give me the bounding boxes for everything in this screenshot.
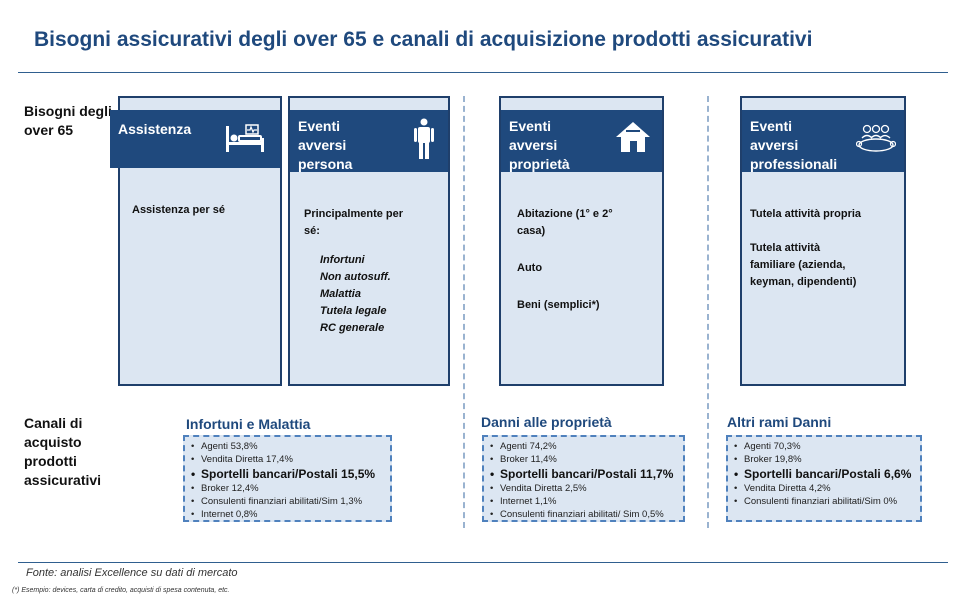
channel-item-text: Broker 11,4% — [500, 454, 557, 465]
channel-item: • Sportelli bancari/Postali 6,6% — [734, 466, 914, 482]
list-item: RC generale — [320, 322, 385, 334]
channel-item: • Broker 11,4% — [490, 453, 677, 466]
card-header-professionali: Eventi avversi professionali — [742, 110, 904, 172]
bullet-icon: • — [490, 496, 494, 507]
channel-item-text: Vendita Diretta 2,5% — [500, 483, 587, 494]
channel-item-text: Consulenti finanziari abilitati/ Sim 0,5… — [500, 509, 664, 520]
bullet-icon: • — [191, 496, 195, 507]
list-item: Non autosuff. — [320, 271, 391, 283]
card-body: Assistenza per sé — [132, 204, 225, 216]
bullet-icon: • — [490, 509, 494, 520]
channel-item-text: Sportelli bancari/Postali 15,5% — [201, 467, 376, 481]
bullet-icon: • — [734, 467, 739, 481]
channel-item-text: Vendita Diretta 17,4% — [201, 454, 293, 465]
channel-list: • Agenti 74,2% • Broker 11,4% • Sportelli ban… — [490, 440, 677, 521]
source-note: Fonte: analisi Excellence su dati di mer… — [26, 567, 238, 579]
bullet-icon: • — [490, 441, 494, 452]
channel-item: • Consulenti finanziari abilitati/ Sim 0,… — [490, 508, 677, 521]
channel-title-altri: Altri rami Danni — [727, 414, 832, 430]
channel-item: • Broker 19,8% — [734, 453, 914, 466]
channel-item: • Sportelli bancari/Postali 11,7% — [490, 466, 677, 482]
meeting-group-icon — [855, 124, 897, 159]
channel-item-text: Sportelli bancari/Postali 6,6% — [744, 467, 912, 481]
channel-list: • Agenti 53,8% • Vendita Diretta 17,4% • Spor… — [191, 440, 384, 521]
channel-title-infortuni: Infortuni e Malattia — [186, 416, 311, 432]
channel-item: • Agenti 74,2% — [490, 440, 677, 453]
channel-item: • Agenti 70,3% — [734, 440, 914, 453]
channel-item-text: Consulenti finanziari abilitati/Sim 0% — [744, 496, 898, 507]
column-separator — [463, 96, 465, 528]
bullet-icon: • — [734, 496, 738, 507]
channel-box-danni: • Agenti 74,2% • Broker 11,4% • Sportelli ban… — [482, 435, 685, 522]
card-body: Abitazione (1° e 2° casa) Auto Beni (sem… — [517, 208, 613, 311]
house-icon — [614, 120, 652, 159]
card-body: Tutela attività propria Tutela attività … — [750, 208, 862, 288]
card-persona: Eventi avversi persona Principalmente pe… — [288, 96, 450, 386]
bullet-icon: • — [490, 467, 495, 481]
bullet-icon: • — [191, 441, 195, 452]
card-professionali: Eventi avversi professionali Tutela atti… — [740, 96, 906, 386]
channel-item: • Broker 12,4% — [191, 482, 384, 495]
bullet-icon: • — [490, 483, 494, 494]
needs-row-label: Bisogni degli over 65 — [24, 103, 112, 138]
card-header-persona: Eventi avversi persona — [290, 110, 448, 172]
bullet-icon: • — [191, 483, 195, 494]
channel-item-text: Vendita Diretta 4,2% — [744, 483, 831, 494]
channel-item: • Consulenti finanziari abilitati/Sim 1,3… — [191, 495, 384, 508]
bullet-icon: • — [490, 454, 494, 465]
channel-item-text: Agenti 70,3% — [744, 441, 801, 452]
card-header-proprieta: Eventi avversi proprietà — [501, 110, 662, 172]
person-icon — [414, 118, 434, 165]
list-item: Tutela legale — [320, 305, 387, 317]
channel-item-text: Broker 12,4% — [201, 483, 259, 494]
channel-item: • Internet 1,1% — [490, 495, 677, 508]
top-divider — [18, 72, 948, 73]
bullet-icon: • — [191, 467, 196, 481]
card-assistenza: Assistenza Assistenza per sé — [110, 96, 282, 386]
channel-item: • Agenti 53,8% — [191, 440, 384, 453]
bullet-icon: • — [734, 483, 738, 494]
bullet-icon: • — [191, 454, 195, 465]
channel-item: • Internet 0,8% — [191, 508, 384, 521]
channel-item: • Sportelli bancari/Postali 15,5% — [191, 466, 384, 482]
channel-box-altri: • Agenti 70,3% • Broker 19,8% • Sportelli ban… — [726, 435, 922, 522]
bullet-icon: • — [734, 441, 738, 452]
channel-title-danni: Danni alle proprietà — [481, 414, 612, 430]
card-title: Eventi avversi professionali — [750, 118, 838, 172]
channel-item: • Vendita Diretta 4,2% — [734, 482, 914, 495]
footnote: (*) Esempio: devices, carta di credito, … — [12, 587, 230, 594]
channel-item-text: Agenti 53,8% — [201, 441, 258, 452]
channel-box-infortuni: • Agenti 53,8% • Vendita Diretta 17,4% • Spor… — [183, 435, 392, 522]
card-title: Eventi avversi persona — [298, 118, 353, 172]
page-title: Bisogni assicurativi degli over 65 e can… — [34, 28, 813, 51]
channel-item: • Vendita Diretta 17,4% — [191, 453, 384, 466]
hospital-bed-icon — [224, 124, 268, 159]
bottom-divider — [18, 562, 948, 563]
channel-item-text: Consulenti finanziari abilitati/Sim 1,3% — [201, 496, 363, 507]
channel-item-text: Sportelli bancari/Postali 11,7% — [500, 467, 674, 481]
card-proprieta: Eventi avversi proprietà Abitazione (1° … — [499, 96, 664, 386]
bullet-icon: • — [191, 509, 195, 520]
bullet-icon: • — [734, 454, 738, 465]
channel-item-text: Broker 19,8% — [744, 454, 802, 465]
list-item: Malattia — [320, 288, 361, 300]
card-header-assistenza: Assistenza — [110, 110, 280, 168]
channel-item: • Vendita Diretta 2,5% — [490, 482, 677, 495]
channel-item: • Consulenti finanziari abilitati/Sim 0% — [734, 495, 914, 508]
list-item: Infortuni — [320, 254, 365, 266]
card-body: Principalmente per sé: Infortuni Non aut… — [304, 206, 440, 337]
channel-item-text: Internet 0,8% — [201, 509, 258, 520]
card-title: Assistenza — [118, 121, 192, 137]
channel-item-text: Internet 1,1% — [500, 496, 557, 507]
column-separator — [707, 96, 709, 528]
channel-item-text: Agenti 74,2% — [500, 441, 557, 452]
channels-row-label: Canali di acquisto prodotti assicurativi — [24, 415, 102, 488]
coverage-list: Infortuni Non autosuff. Malattia Tutela … — [304, 252, 440, 337]
channel-list: • Agenti 70,3% • Broker 19,8% • Sportelli ban… — [734, 440, 914, 508]
card-title: Eventi avversi proprietà — [509, 118, 570, 172]
